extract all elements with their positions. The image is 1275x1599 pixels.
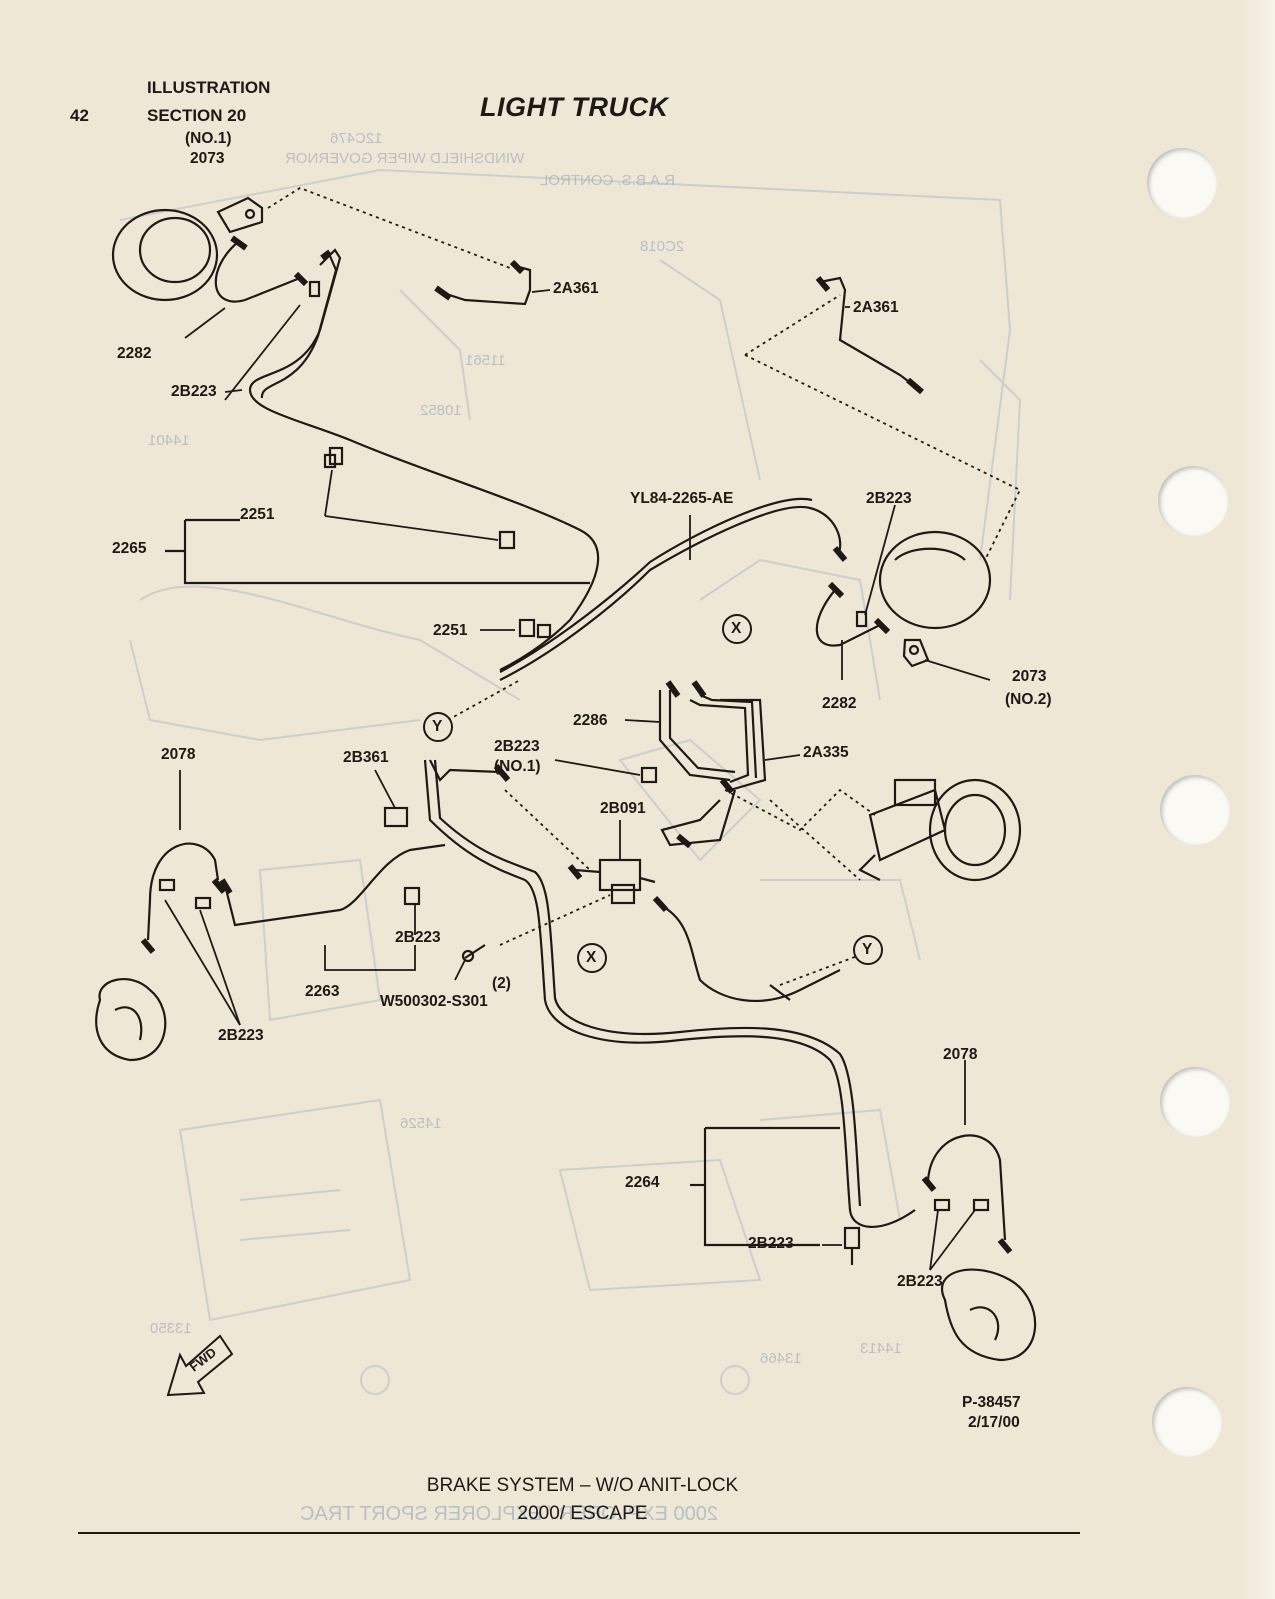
tube-2265-upper: [248, 248, 600, 671]
hose-2078-left: [146, 842, 220, 941]
tube-2a361-middle: [439, 264, 532, 306]
label-no2-right: (NO.2): [1005, 691, 1052, 708]
label-2286: 2286: [573, 712, 608, 729]
footer-rule: [78, 1532, 1080, 1534]
label-2251-lower: 2251: [433, 622, 468, 639]
label-2b223-low-left: 2B223: [218, 1027, 264, 1044]
marker-x-lower-text: X: [586, 949, 597, 966]
brake-booster: [928, 778, 1022, 882]
front-left-rotor-inner: [138, 216, 212, 284]
label-2a361-middle: 2A361: [553, 280, 599, 297]
caption-line2: 2000/ ESCAPE: [517, 1503, 648, 1524]
dotted-leaders: [267, 186, 1022, 986]
binder-hole-5: [1152, 1387, 1222, 1457]
marker-x-upper-text: X: [731, 620, 742, 637]
marker-x-upper: [722, 614, 752, 644]
section-label-line1: ILLUSTRATION: [147, 78, 271, 97]
marker-y-upper: [423, 712, 453, 742]
label-2b361: 2B361: [343, 749, 389, 766]
page-edge: [1239, 0, 1275, 1599]
label-no1-mid: (NO.1): [494, 758, 541, 775]
bracket-line-2264: [703, 1128, 820, 1247]
marker-x-lower: [577, 943, 607, 973]
arrow-leaders: [164, 289, 991, 1271]
marker-y-upper-text: Y: [432, 718, 443, 735]
label-w500302-s301: W500302-S301: [380, 993, 488, 1010]
label-2b223-bottom-right: 2B223: [897, 1273, 943, 1290]
label-2264: 2264: [625, 1174, 660, 1191]
fwd-arrow: [166, 1334, 234, 1397]
marker-y-lower: [853, 935, 883, 965]
section-label-line2: SECTION 20: [147, 106, 247, 125]
front-right-rotor-outline: [878, 530, 992, 630]
bracket-2073-left: [216, 196, 264, 234]
caption-line1: BRAKE SYSTEM – W/O ANIT-LOCK: [426, 1475, 739, 1496]
label-2b223-right: 2B223: [866, 490, 912, 507]
label-no1-top: (NO.1): [185, 130, 232, 147]
bolt-w500302: [464, 944, 486, 959]
front-left-rotor-outline: [111, 208, 219, 302]
label-2078-right: 2078: [943, 1046, 978, 1063]
page-number: 42: [70, 106, 89, 125]
label-2b223-left: 2B223: [171, 383, 217, 400]
tube-2263: [223, 843, 446, 927]
hose-2282-left: [214, 241, 301, 303]
binder-hole-2: [1158, 466, 1228, 536]
tube-2a361-right: [819, 276, 921, 391]
rear-left-drum: [95, 978, 167, 1062]
hose-2078-right: [926, 1134, 1007, 1241]
label-yl84-2265-ae: YL84-2265-AE: [630, 490, 734, 507]
label-2251-upper: 2251: [240, 506, 275, 523]
ghost-vehicle-outline: [119, 168, 1022, 1395]
label-qty-2: (2): [492, 975, 511, 992]
tube-yl84-2265-ae: [499, 505, 842, 681]
label-2a361-right: 2A361: [853, 299, 899, 316]
label-2073-top: 2073: [190, 150, 225, 167]
label-2265: 2265: [112, 540, 147, 557]
label-2b223-center: 2B223: [395, 929, 441, 946]
binder-hole-3: [1160, 775, 1230, 845]
rear-right-drum: [941, 1268, 1037, 1362]
label-2b091: 2B091: [600, 800, 646, 817]
figure-date: 2/17/00: [968, 1414, 1020, 1431]
master-cylinder: [868, 788, 947, 862]
binder-hole-4: [1160, 1067, 1230, 1137]
bracket-2073-right: [902, 638, 930, 668]
label-2282-left: 2282: [117, 345, 152, 362]
marker-y-lower-text: Y: [862, 941, 873, 958]
tube-2286: [658, 690, 731, 782]
label-2073-right: 2073: [1012, 668, 1047, 685]
hose-2282-right: [815, 589, 881, 647]
label-2a335: 2A335: [803, 744, 849, 761]
label-2263: 2263: [305, 983, 340, 1000]
bracket-line-2265: [183, 520, 590, 585]
callout-circles: [423, 614, 883, 973]
tube-2264-main: [423, 759, 916, 1228]
page-title: LIGHT TRUCK: [480, 92, 669, 122]
label-2282-right: 2282: [822, 695, 857, 712]
binder-hole-1: [1147, 148, 1217, 218]
label-2b223-bottom: 2B223: [748, 1235, 794, 1252]
label-2078-left: 2078: [161, 746, 196, 763]
clip-2b361: [383, 806, 409, 828]
label-2b223-no1: 2B223: [494, 738, 540, 755]
tube-2a335: [720, 698, 767, 792]
figure-number: P-38457: [962, 1394, 1021, 1411]
